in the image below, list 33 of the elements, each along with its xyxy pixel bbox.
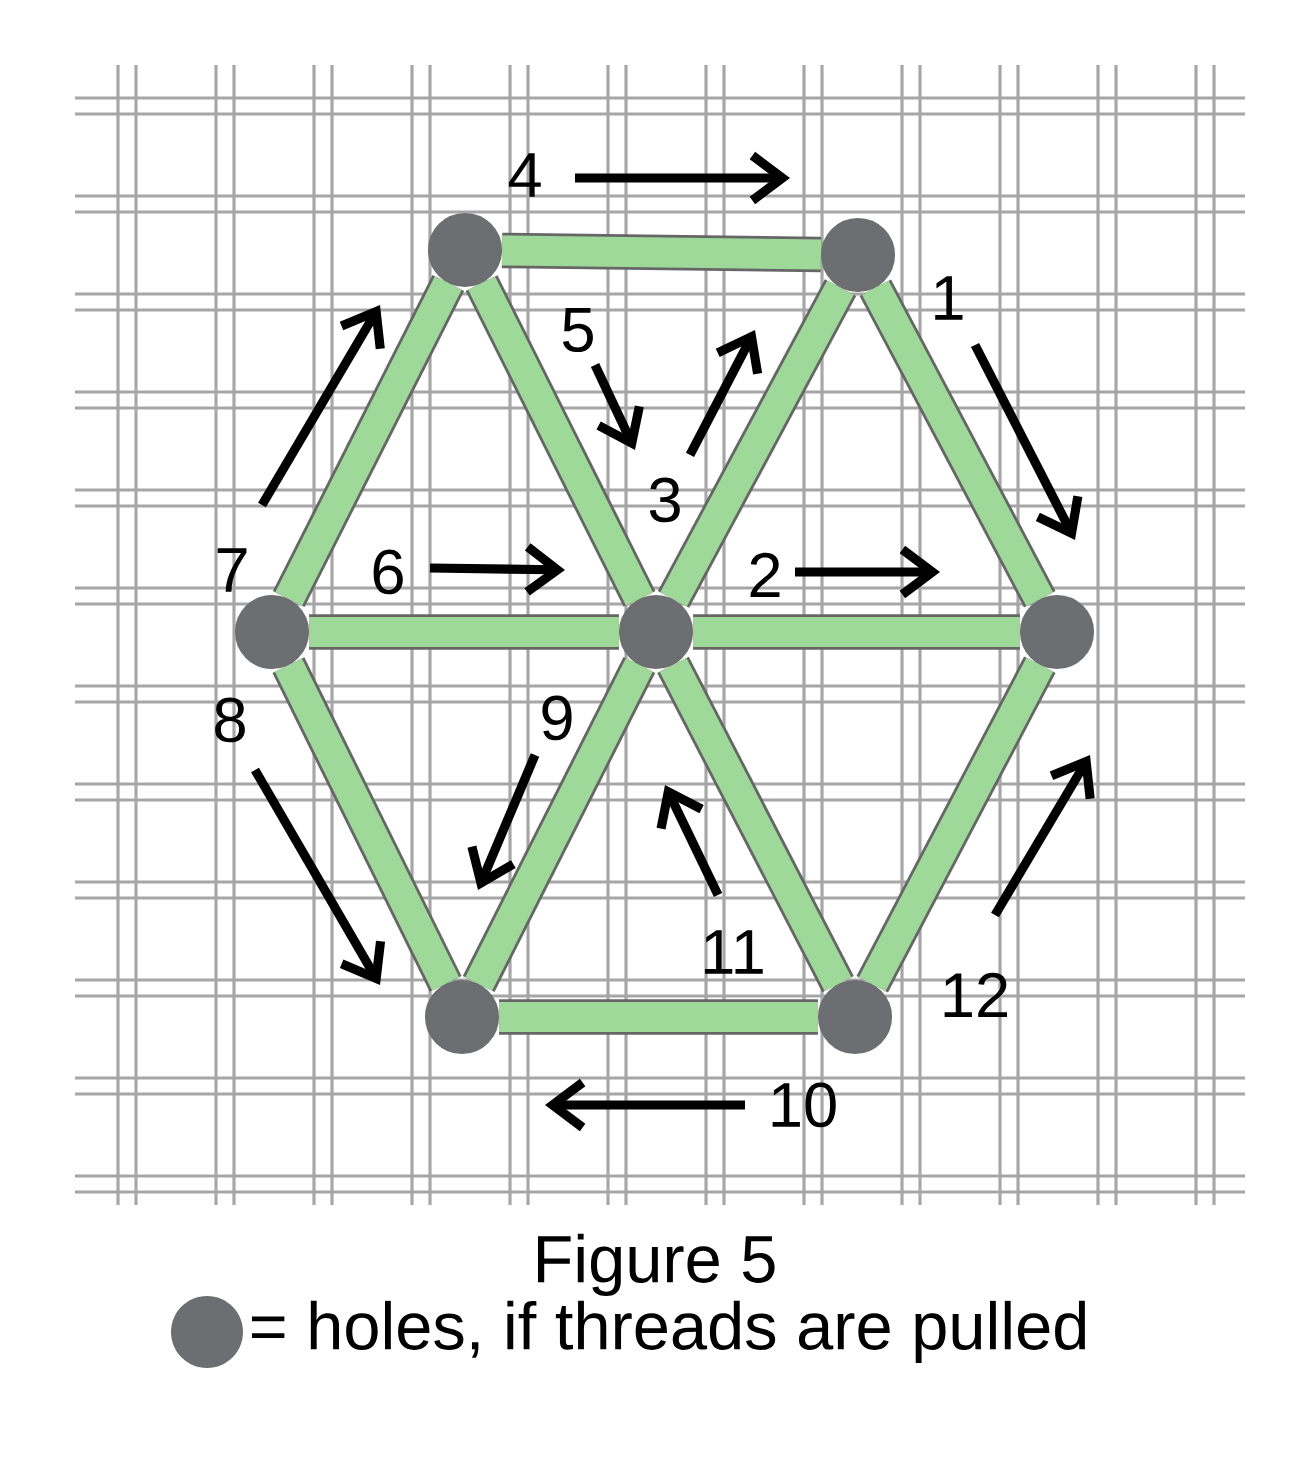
stitch (501, 232, 822, 273)
callout-number: 9 (542, 695, 572, 741)
callout-number: 8 (215, 697, 245, 743)
stitch (856, 656, 1056, 993)
caption: Figure 5 (538, 1233, 775, 1297)
hole (820, 217, 896, 293)
hole (817, 979, 893, 1055)
callout-number: 10 (772, 1082, 836, 1128)
legend-text: = holes, if threads are pulled (251, 1300, 1086, 1364)
callout-number: 12 (944, 972, 1008, 1018)
stitch (499, 999, 818, 1035)
callout-number: 2 (750, 552, 780, 598)
stitch (693, 614, 1020, 650)
hole (424, 979, 500, 1055)
stitch (859, 279, 1056, 608)
callout-number: 6 (373, 549, 403, 595)
stitch (272, 657, 462, 992)
hole (427, 212, 503, 288)
callout-number: 3 (649, 477, 680, 523)
callout-number: 5 (562, 307, 593, 353)
stitch (657, 656, 854, 993)
callout-number: 1 (935, 276, 963, 320)
stitch (657, 279, 857, 608)
callout-number: 7 (217, 548, 247, 592)
hole (234, 594, 310, 670)
callout-number: 4 (508, 153, 541, 197)
stitch (465, 275, 656, 607)
stitch (309, 614, 619, 650)
stitch (272, 275, 465, 607)
hole (618, 594, 694, 670)
stitch (462, 657, 656, 992)
callout-number: 11 (704, 930, 763, 974)
hole (1019, 594, 1095, 670)
